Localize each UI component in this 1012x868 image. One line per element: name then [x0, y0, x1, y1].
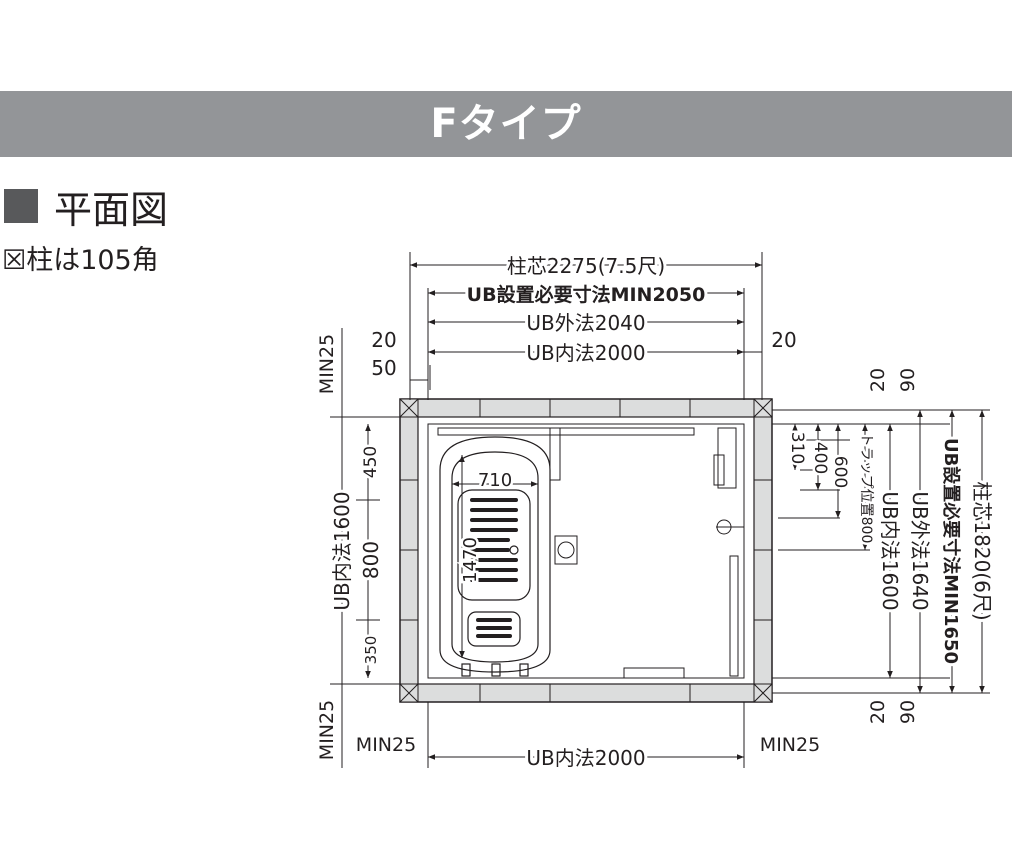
dim-top-90: 90 [897, 368, 919, 392]
dim-ub-install-width: UB設置必要寸法MIN2050 [467, 283, 706, 306]
dim-ub-inner-depth-right: UB内法1600 [878, 491, 902, 610]
dim-ub-inner-width-top: UB内法2000 [526, 341, 645, 365]
dim-bottom-20: 20 [867, 700, 889, 724]
dim-ub-inner-depth-left: UB内法1600 [330, 491, 354, 610]
dim-pillar-center-width: 柱芯2275(7.5尺) [507, 254, 665, 278]
dim-ub-inner-width-bottom: UB内法2000 [526, 746, 645, 770]
square-bullet-icon [4, 189, 38, 223]
column-note: ☒柱は105角 [2, 245, 159, 276]
dim-d600: 600 [830, 456, 850, 488]
dim-trap-position: トラップ位置800 [858, 433, 874, 544]
title-banner: Fタイプ [0, 91, 1012, 157]
dim-ub-outer-width: UB外法2040 [526, 311, 645, 335]
dim-gap-left-20: 20 [371, 328, 396, 352]
dim-min25-left-bottom: MIN25 [316, 700, 338, 760]
dim-gap-left-50: 50 [371, 356, 396, 380]
dim-min25-left-top: MIN25 [316, 334, 338, 394]
dim-top-20: 20 [867, 368, 889, 392]
dim-min25-bottom-left: MIN25 [356, 734, 416, 756]
dim-seg-350: 350 [362, 636, 380, 665]
shower-fixtures [437, 427, 744, 679]
dim-seg-450: 450 [361, 446, 381, 478]
section-heading-text: 平面図 [54, 187, 169, 232]
dim-ub-install-depth: UB設置必要寸法MIN1650 [940, 438, 962, 664]
dim-gap-right-20: 20 [771, 328, 796, 352]
bathtub [439, 436, 551, 677]
dim-seg-800: 800 [359, 541, 383, 579]
dim-tub-length: 1470 [460, 537, 481, 583]
dim-min25-bottom-right: MIN25 [760, 734, 820, 756]
dim-bottom-90: 90 [897, 700, 919, 724]
dim-d400: 400 [810, 442, 830, 474]
dim-d310: 310 [787, 432, 807, 464]
banner-title: Fタイプ [430, 101, 582, 147]
section-heading: 平面図 [4, 184, 168, 232]
dim-tub-width: 710 [478, 470, 512, 491]
dim-ub-outer-depth: UB外法1640 [908, 491, 932, 610]
dim-pillar-center-depth: 柱芯1820(6尺) [970, 481, 994, 620]
